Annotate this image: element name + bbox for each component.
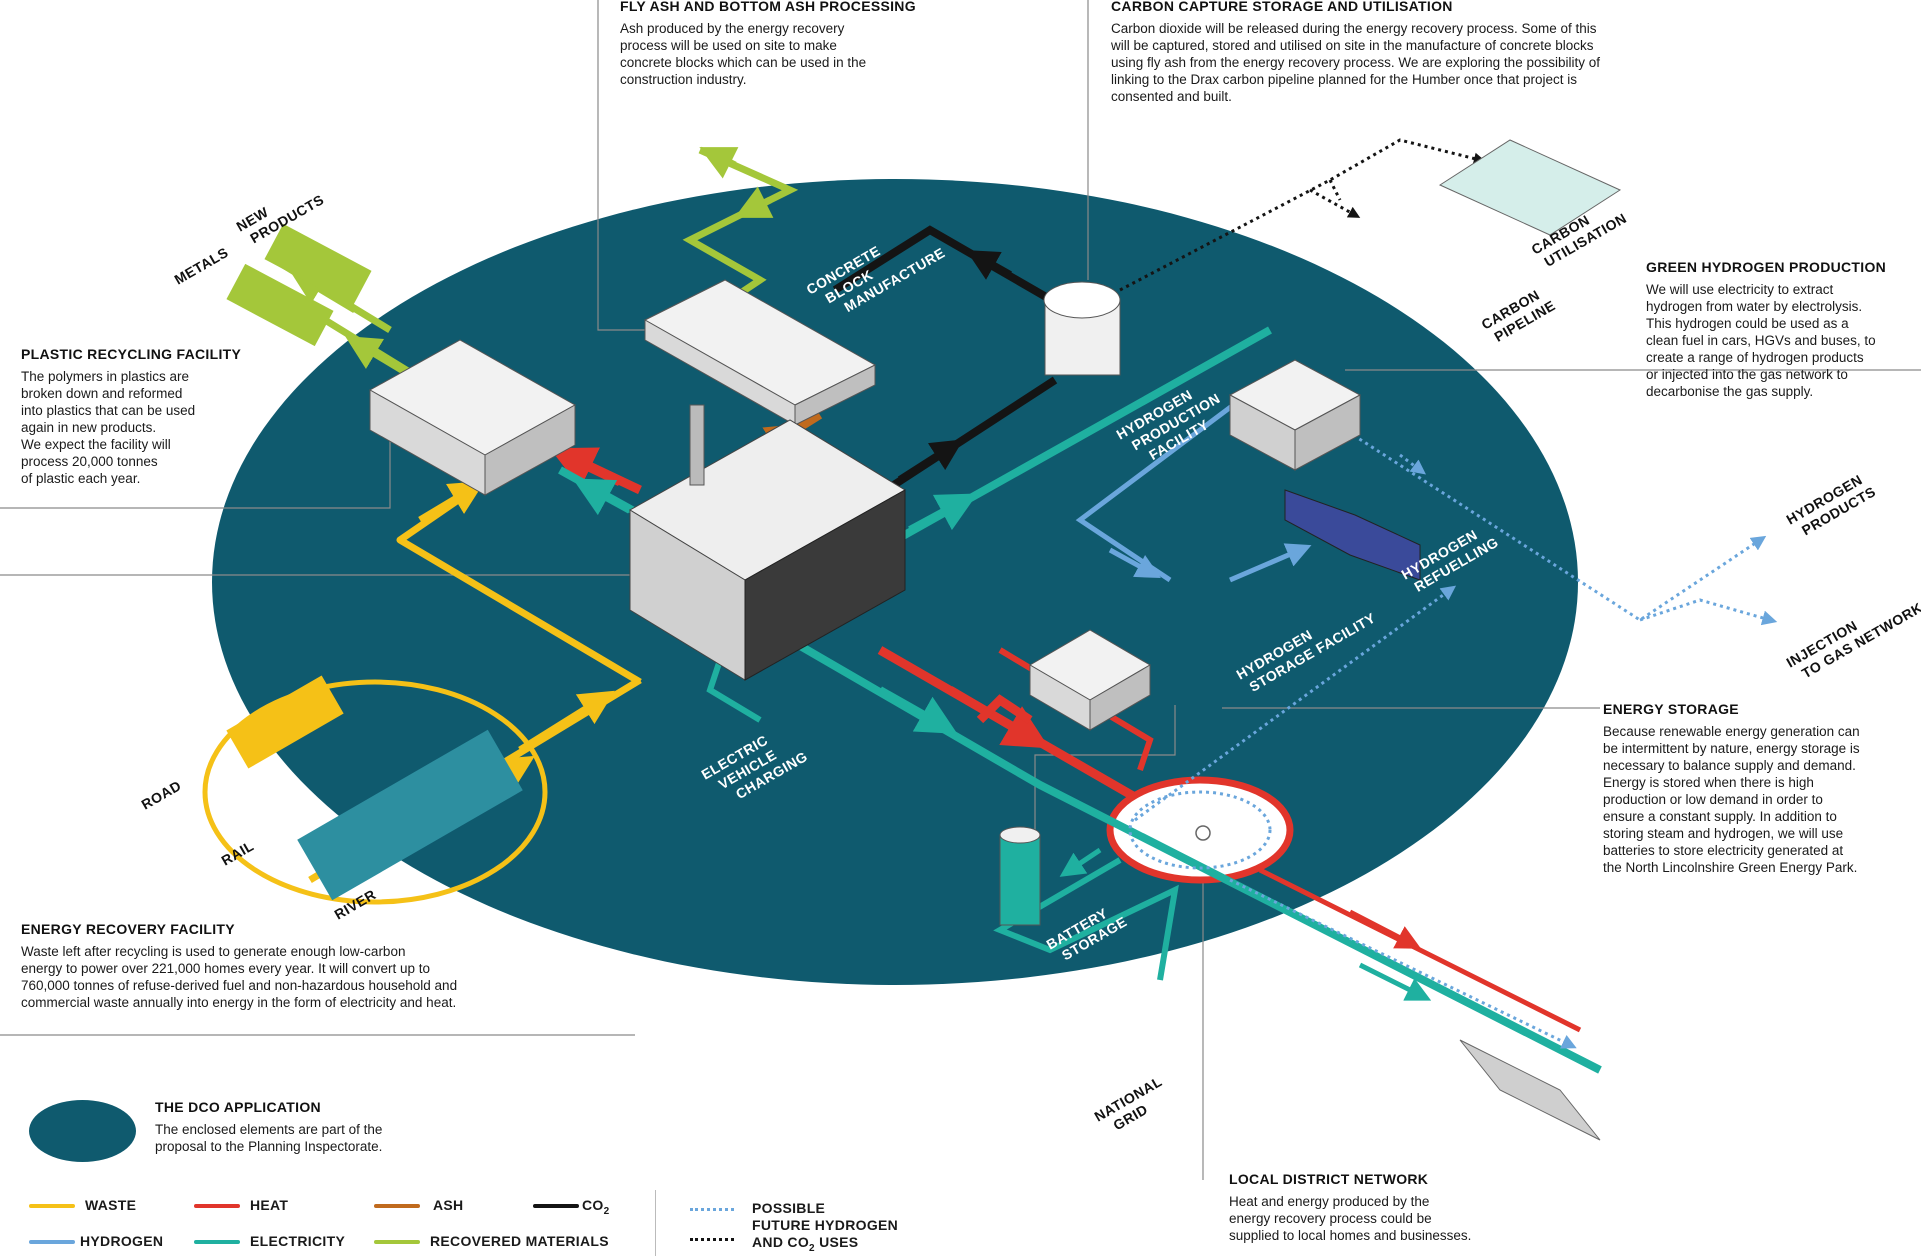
legend-co2-label: CO2 xyxy=(582,1197,609,1217)
dco-body: The enclosed elements are part of the pr… xyxy=(155,1121,475,1155)
green-h2-title: GREEN HYDROGEN PRODUCTION xyxy=(1646,259,1921,275)
dco-block: THE DCO APPLICATION The enclosed element… xyxy=(155,1099,475,1155)
plastic-title: PLASTIC RECYCLING FACILITY xyxy=(21,346,261,362)
label-metals: METALS xyxy=(172,244,232,288)
label-injection: INJECTIONTO GAS NETWORK xyxy=(1784,584,1921,685)
legend-hydrogen-swatch xyxy=(29,1240,75,1244)
label-h2-products: HYDROGENPRODUCTS xyxy=(1784,468,1879,542)
label-road: ROAD xyxy=(139,777,184,812)
district-title: LOCAL DISTRICT NETWORK xyxy=(1229,1171,1549,1187)
fly-ash-title: FLY ASH AND BOTTOM ASH PROCESSING xyxy=(620,0,920,14)
legend-future-co2-swatch xyxy=(690,1238,734,1241)
fly-ash-body: Ash produced by the energy recovery proc… xyxy=(620,20,920,88)
legend-possible-2: FUTURE HYDROGEN xyxy=(752,1217,898,1234)
carbon-title: CARBON CAPTURE STORAGE AND UTILISATION xyxy=(1111,0,1701,14)
legend-electricity-swatch xyxy=(194,1240,240,1244)
label-national-grid: NATIONALGRID xyxy=(1092,1073,1174,1139)
green-h2-body: We will use electricity to extract hydro… xyxy=(1646,281,1921,400)
plastic-body: The polymers in plastics are broken down… xyxy=(21,368,261,487)
erf-title: ENERGY RECOVERY FACILITY xyxy=(21,921,621,937)
legend-co2-swatch xyxy=(533,1204,579,1208)
district-hub-dot xyxy=(1196,826,1210,840)
legend-waste-swatch xyxy=(29,1204,75,1208)
legend-divider xyxy=(655,1190,656,1256)
legend-future-h2-swatch xyxy=(690,1208,734,1211)
legend-ash-swatch xyxy=(374,1204,420,1208)
legend-recovered-swatch xyxy=(374,1240,420,1244)
erf-body: Waste left after recycling is used to ge… xyxy=(21,943,621,1011)
district-block: LOCAL DISTRICT NETWORK Heat and energy p… xyxy=(1229,1171,1549,1244)
legend-heat-label: HEAT xyxy=(250,1197,288,1213)
district-body: Heat and energy produced by the energy r… xyxy=(1229,1193,1549,1244)
dco-title: THE DCO APPLICATION xyxy=(155,1099,475,1115)
energy-storage-body: Because renewable energy generation can … xyxy=(1603,723,1921,876)
legend-recovered-label: RECOVERED MATERIALS xyxy=(430,1233,609,1249)
green-h2-block: GREEN HYDROGEN PRODUCTION We will use el… xyxy=(1646,259,1921,400)
carbon-body: Carbon dioxide will be released during t… xyxy=(1111,20,1701,105)
legend-co2-sub: 2 xyxy=(604,1206,610,1217)
energy-storage-block: ENERGY STORAGE Because renewable energy … xyxy=(1603,701,1921,876)
legend-possible-3-text: AND CO xyxy=(752,1234,809,1250)
legend-possible-label: POSSIBLE FUTURE HYDROGEN AND CO2 USES xyxy=(752,1200,898,1257)
legend-possible-3: AND CO2 USES xyxy=(752,1234,898,1257)
legend-hydrogen-label: HYDROGEN xyxy=(80,1233,163,1249)
label-carbon-pipe: CARBONPIPELINE xyxy=(1479,282,1559,347)
fly-ash-block: FLY ASH AND BOTTOM ASH PROCESSING Ash pr… xyxy=(620,0,920,88)
legend-ash-label: ASH xyxy=(433,1197,463,1213)
legend-waste-label: WASTE xyxy=(85,1197,136,1213)
energy-storage-title: ENERGY STORAGE xyxy=(1603,701,1921,717)
erf-block: ENERGY RECOVERY FACILITY Waste left afte… xyxy=(21,921,621,1011)
legend-co2-text: CO xyxy=(582,1197,604,1213)
legend-heat-swatch xyxy=(194,1204,240,1208)
carbon-block: CARBON CAPTURE STORAGE AND UTILISATION C… xyxy=(1111,0,1701,105)
legend-electricity-label: ELECTRICITY xyxy=(250,1233,345,1249)
dco-swatch xyxy=(29,1100,136,1162)
legend-possible-3-end: USES xyxy=(815,1234,859,1250)
legend-possible-1: POSSIBLE xyxy=(752,1200,898,1217)
plastic-block: PLASTIC RECYCLING FACILITY The polymers … xyxy=(21,346,261,487)
